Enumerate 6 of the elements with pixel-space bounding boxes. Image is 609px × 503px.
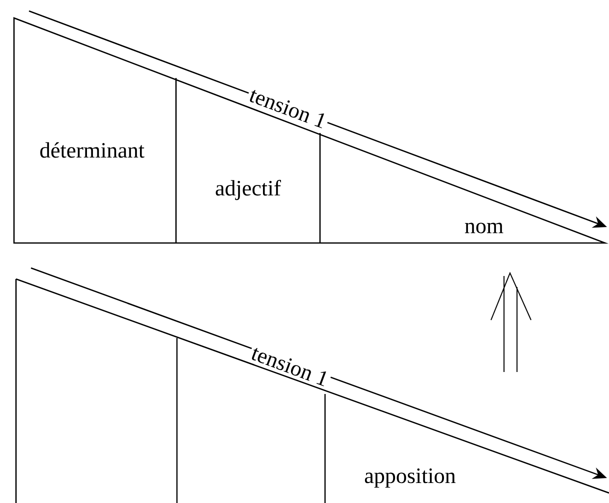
part-label: adjectif: [214, 178, 282, 202]
part-label: nom: [463, 222, 505, 234]
arrow-label: tension 1: [245, 84, 331, 132]
arrow-label: tension 1: [247, 342, 333, 390]
part-label: apposition: [363, 467, 457, 489]
part-label: déterminant: [38, 141, 146, 159]
